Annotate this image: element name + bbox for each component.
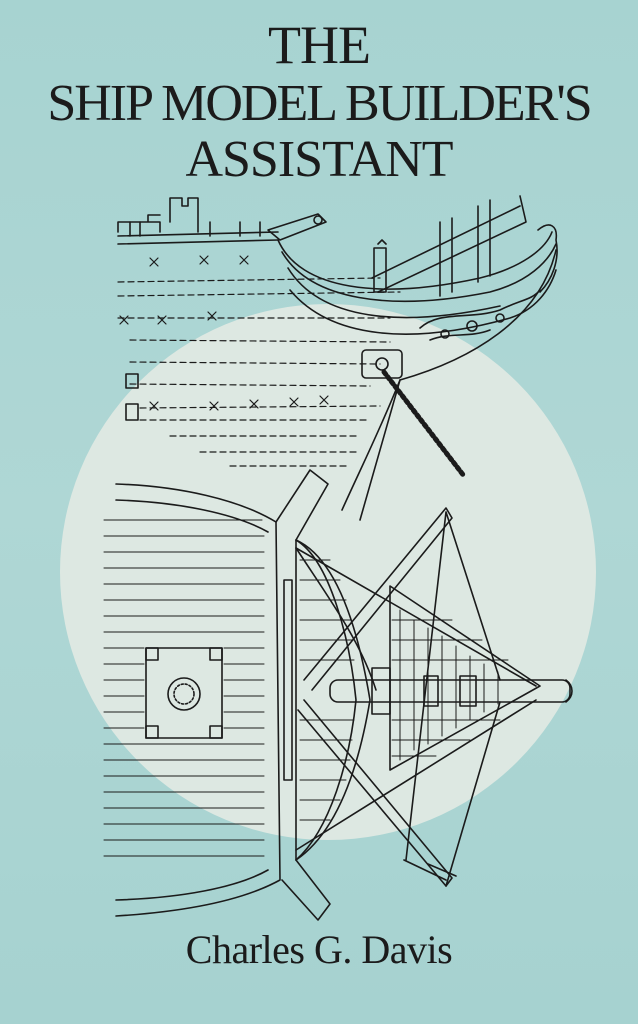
book-title: THE SHIP MODEL BUILDER'S ASSISTANT (0, 18, 638, 186)
title-line-2: SHIP MODEL BUILDER'S (47, 75, 592, 132)
title-line-3: ASSISTANT (185, 131, 453, 188)
author-name: Charles G. Davis (185, 927, 453, 972)
title-line-1: THE (268, 15, 371, 75)
